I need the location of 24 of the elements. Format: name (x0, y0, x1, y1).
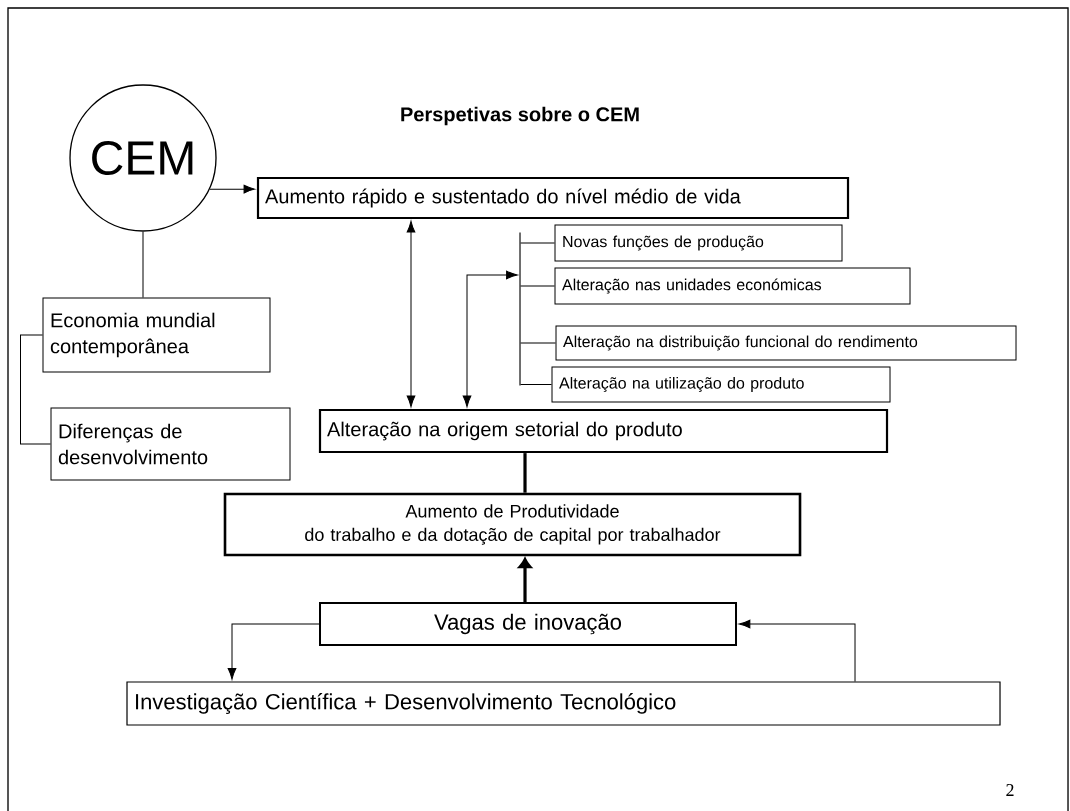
process-box: Alteração nas unidades económicas (554, 267, 911, 305)
bracket-line (520, 285, 555, 287)
process-box: Aumento de Produtividade do trabalho e da dotação de capital por trabalhador (223, 492, 802, 557)
arrow (209, 184, 256, 194)
process-box: Vagas de inovação (319, 602, 737, 646)
arrow (738, 619, 856, 682)
title: Perspetivas sobre o CEM (401, 106, 639, 126)
process-box: Alteração na distribuição funcional do rendimento (555, 325, 1017, 361)
bracket-line (520, 342, 556, 344)
process-box: Diferenças de desenvolvimento (50, 407, 291, 481)
page-number: 2 (1006, 784, 1014, 796)
process-box: Alteração na utilização do produto (551, 366, 891, 403)
arrow (518, 557, 532, 602)
arrow (227, 623, 320, 680)
process-box: Alteração na origem setorial do produto (318, 408, 889, 454)
double-arrow (462, 270, 518, 408)
process-box: Aumento rápido e sustentado do nível médio de vida (256, 176, 850, 220)
arrow (406, 220, 416, 408)
process-box: Novas funções de produção (554, 224, 843, 262)
bracket-line (520, 384, 552, 385)
process-box: Economia mundial contemporânea (42, 297, 271, 373)
process-box: Investigação Científica + Desenvolvimento Tecnológico (126, 681, 1001, 726)
circle-node: CEM (69, 84, 217, 232)
bracket-line (520, 242, 555, 244)
